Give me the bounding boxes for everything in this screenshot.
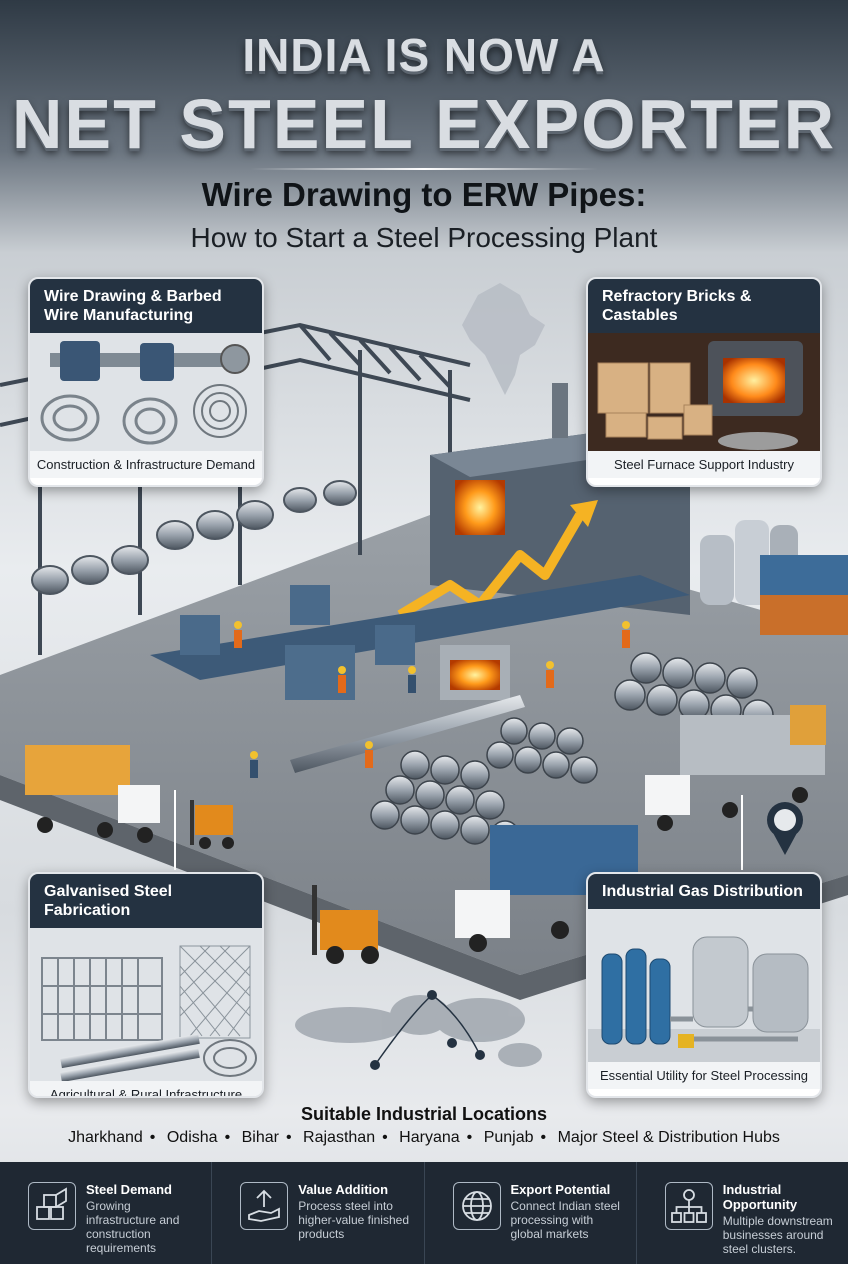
title-divider [250,168,598,170]
location-item: Bihar [241,1129,279,1146]
location-item: Odisha [166,1129,218,1146]
benefit-title: Value Addition [298,1182,389,1197]
growth-arrow [397,512,585,620]
location-separator: • [466,1129,473,1146]
workers [234,621,630,778]
benefit-industrial-opportunity: Industrial Opportunity Multiple downstre… [637,1162,848,1264]
wire-machine-illustration [30,333,262,451]
location-separator: • [285,1129,292,1146]
india-map-icon [462,283,545,395]
gas-cylinders-illustration [588,909,820,1062]
location-separator: • [224,1129,231,1146]
benefit-text: Connect Indian steel processing with glo… [510,1199,620,1241]
location-item: Haryana [399,1129,460,1146]
truck-left [25,745,160,843]
location-separator: • [540,1129,547,1146]
location-pin-icon [767,802,803,855]
benefit-title: Steel Demand [86,1182,172,1197]
steel-beams-icon [28,1182,76,1230]
card-industrial-gas-caption: Essential Utility for Steel Processing [588,1062,820,1089]
globe-icon [452,1182,501,1230]
card-refractory: Refractory Bricks & Castables Steel Furn… [586,277,822,487]
headline-line-1: INDIA IS NOW A [242,29,606,81]
value-hand-icon [240,1182,289,1230]
location-item: Rajasthan [303,1129,376,1146]
location-separator: • [149,1129,156,1146]
card-galvanised-caption: Agricultural & Rural Infrastructure [30,1081,262,1096]
galvanised-fence-illustration [30,928,262,1083]
benefit-text: Process steel into higher-value finished… [298,1199,409,1241]
steel-plant-illustration [0,283,848,1070]
benefit-text: Multiple downstream businesses around st… [722,1214,833,1256]
locations-title: Suitable Industrial Locations [300,1104,548,1124]
forklift-top [190,800,234,849]
benefit-title: Export Potential [510,1182,611,1197]
location-item: Jharkhand [68,1129,143,1146]
refractory-furnace-illustration [588,333,820,451]
benefit-text: Growing infrastructure and construction … [86,1199,180,1255]
subtitle-primary: Wire Drawing to ERW Pipes: [201,176,647,213]
card-refractory-caption: Steel Furnace Support Industry [588,451,820,478]
benefit-value-addition: Value Addition Process steel into higher… [212,1162,425,1264]
card-industrial-gas: Industrial Gas Distribution Essential Ut… [586,872,822,1098]
card-industrial-gas-title: Industrial Gas Distribution [588,874,820,909]
pipe-stack-middle [486,717,598,784]
card-wire-drawing-caption: Construction & Infrastructure Demand [30,451,262,478]
headline-line-2: NET STEEL EXPORTER [11,85,837,163]
benefit-title: Industrial Opportunity [722,1182,798,1212]
network-gear-icon [664,1182,713,1230]
location-item: Major Steel & Distribution Hubs [557,1129,780,1146]
world-map-icon [295,995,542,1067]
forklift-bottom [312,885,379,964]
truck-right [645,705,826,831]
card-refractory-title: Refractory Bricks & Castables [588,279,820,333]
card-wire-drawing-title: Wire Drawing & Barbed Wire Manufacturing [30,279,262,333]
location-separator: • [382,1129,388,1146]
card-galvanised: Galvanised Steel Fabrication Agricultura… [28,872,264,1098]
subtitle-secondary: How to Start a Steel Processing Plant [190,222,658,253]
location-item: Punjab [483,1129,534,1146]
benefit-export-potential: Export Potential Connect Indian steel pr… [425,1162,637,1264]
benefits-bar: Steel Demand Growing infrastructure and … [0,1162,848,1264]
locations-list: Jharkhand • Odisha • Bihar • Rajasthan • Har… [0,1129,848,1147]
card-galvanised-title: Galvanised Steel Fabrication [30,874,262,928]
benefit-steel-demand: Steel Demand Growing infrastructure and … [0,1162,213,1264]
card-wire-drawing: Wire Drawing & Barbed Wire Manufacturing… [28,277,264,487]
